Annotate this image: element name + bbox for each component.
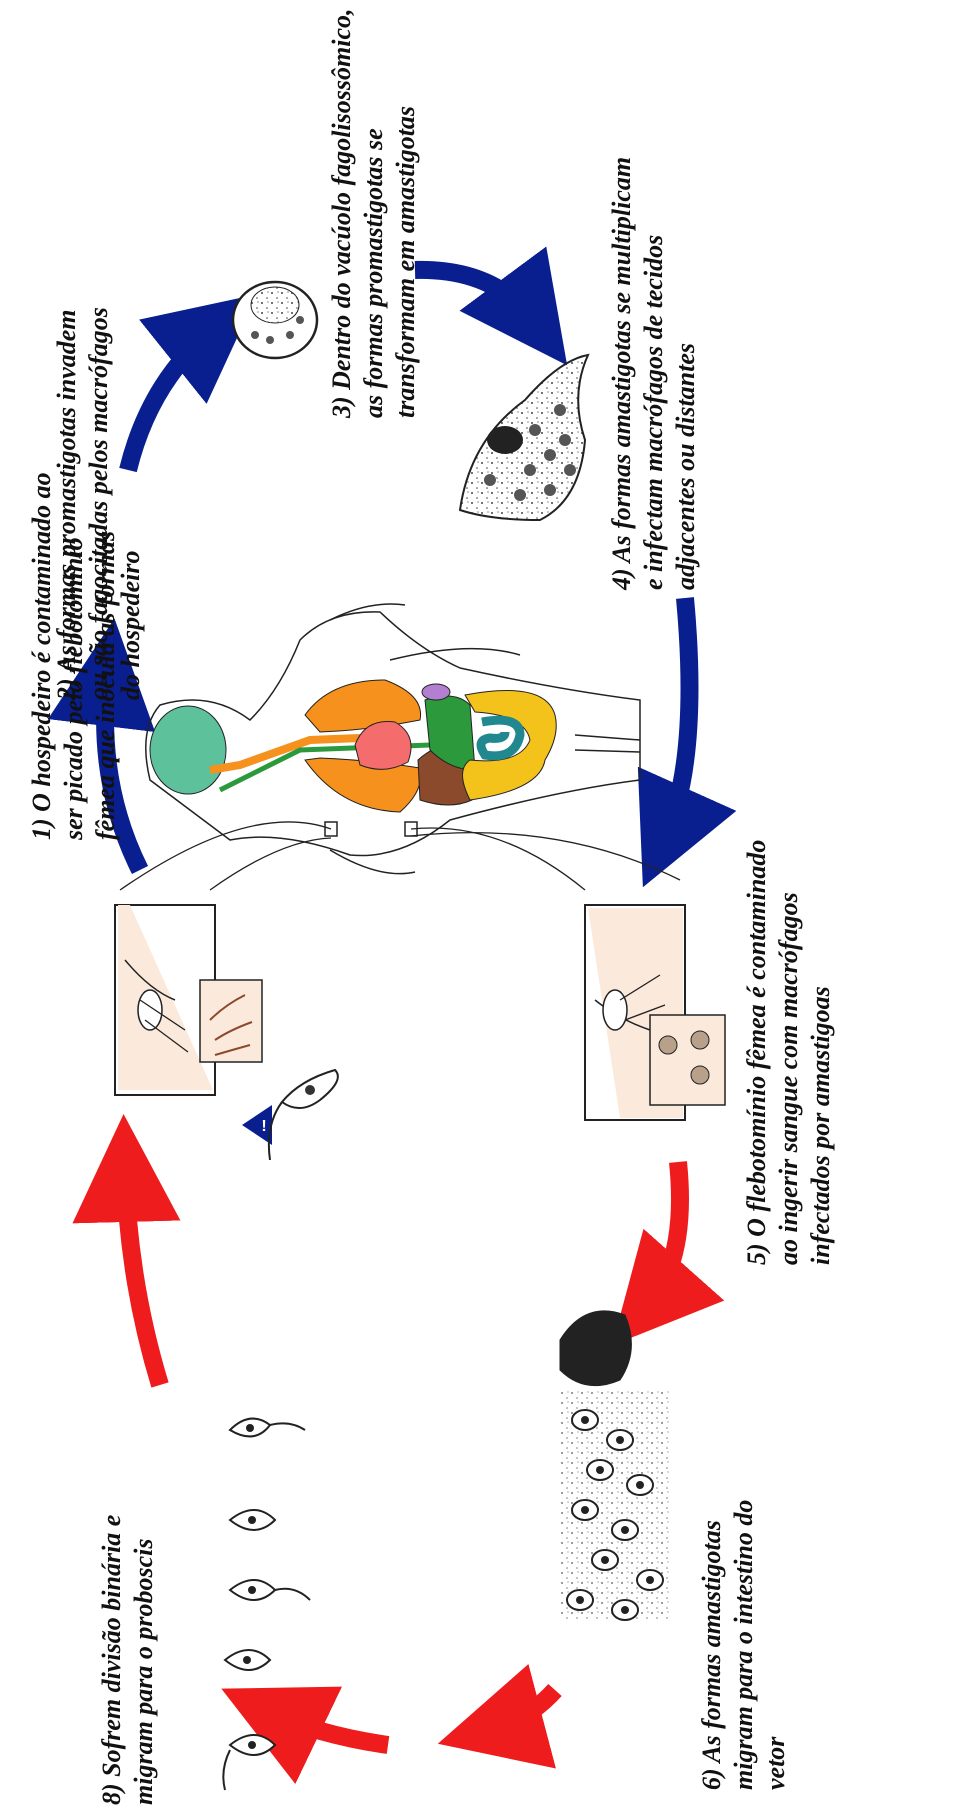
infected-macrophage-cell: [460, 355, 588, 520]
step-6-line-3: vetor: [761, 1736, 790, 1790]
step-4-label: 4) As formas amastigotas se multiplicam …: [607, 157, 700, 591]
macrophage-phagocytosis-cell: [233, 282, 317, 358]
step-4-line-2: e infectam macrófagos de tecidos: [639, 235, 668, 590]
step-2-line-1: 2) As formas promastigotas invadem: [52, 309, 81, 701]
step-3-line-2: as formas promastigotas se: [359, 128, 388, 418]
step-4-line-3: adjacentes ou distantes: [671, 343, 700, 590]
spleen: [422, 684, 450, 700]
bite-panel-vector-infection: [585, 905, 725, 1120]
step-5-line-2: ao ingerir sangue com macrófagos: [774, 892, 803, 1265]
step-8-label: 8) Sofrem divisão binária e migram para …: [97, 1515, 158, 1805]
arrow-step7-to-step8: [270, 1712, 388, 1745]
small-intestine: [481, 720, 520, 756]
step-4-line-1: 4) As formas amastigotas se multiplicam: [607, 157, 636, 591]
lung-left: [305, 680, 421, 732]
step-2-label: 2) As formas promastigotas invadem ou sã…: [52, 307, 145, 701]
human-body-illustration: [120, 604, 680, 890]
dividing-promastigotes: [223, 1419, 310, 1790]
step-3-line-3: transformam em amastigotas: [391, 106, 420, 418]
step-8-line-2: migram para o proboscis: [129, 1538, 158, 1805]
step-5-label: 5) O flebotomínio fêmea é contaminado ao…: [742, 840, 835, 1265]
step-6-line-1: 6) As formas amastigotas: [697, 1520, 726, 1790]
step-3-label: 3) Dentro do vacúolo fagolisossômico, as…: [327, 9, 420, 420]
amastigote-inset: [650, 1015, 725, 1105]
arrow-step2-to-step3: [128, 328, 215, 470]
step-3-line-1: 3) Dentro do vacúolo fagolisossômico,: [327, 9, 356, 420]
warning-triangle-icon: !: [242, 1105, 272, 1145]
bite-panel-host-infection: [115, 905, 262, 1095]
step-5-line-1: 5) O flebotomínio fêmea é contaminado: [742, 840, 771, 1265]
arrow-step3-to-step4: [415, 270, 535, 322]
step-5-line-3: infectados por amastigoas: [806, 986, 835, 1265]
arrow-step5-to-step6: [648, 1162, 680, 1305]
step-8-line-1: 8) Sofrem divisão binária e: [97, 1515, 126, 1805]
amastigote-cluster-vector-gut: [560, 1311, 670, 1620]
arrow-step4-to-step5: [665, 598, 690, 838]
warning-symbol: !: [261, 1118, 266, 1135]
brain: [150, 706, 226, 794]
step-6-line-2: migram para o intestino do: [729, 1500, 758, 1790]
arrow-step8-to-step1: [125, 1168, 160, 1385]
step-2-line-3: do hospedeiro: [116, 551, 145, 701]
step-6-label: 6) As formas amastigotas migram para o i…: [697, 1500, 790, 1790]
promastigote-illustration: [269, 1070, 338, 1160]
arrow-step6-to-step7: [490, 1690, 555, 1730]
step-2-line-2: ou são fagocitadas pelos macrófagos: [84, 307, 113, 700]
